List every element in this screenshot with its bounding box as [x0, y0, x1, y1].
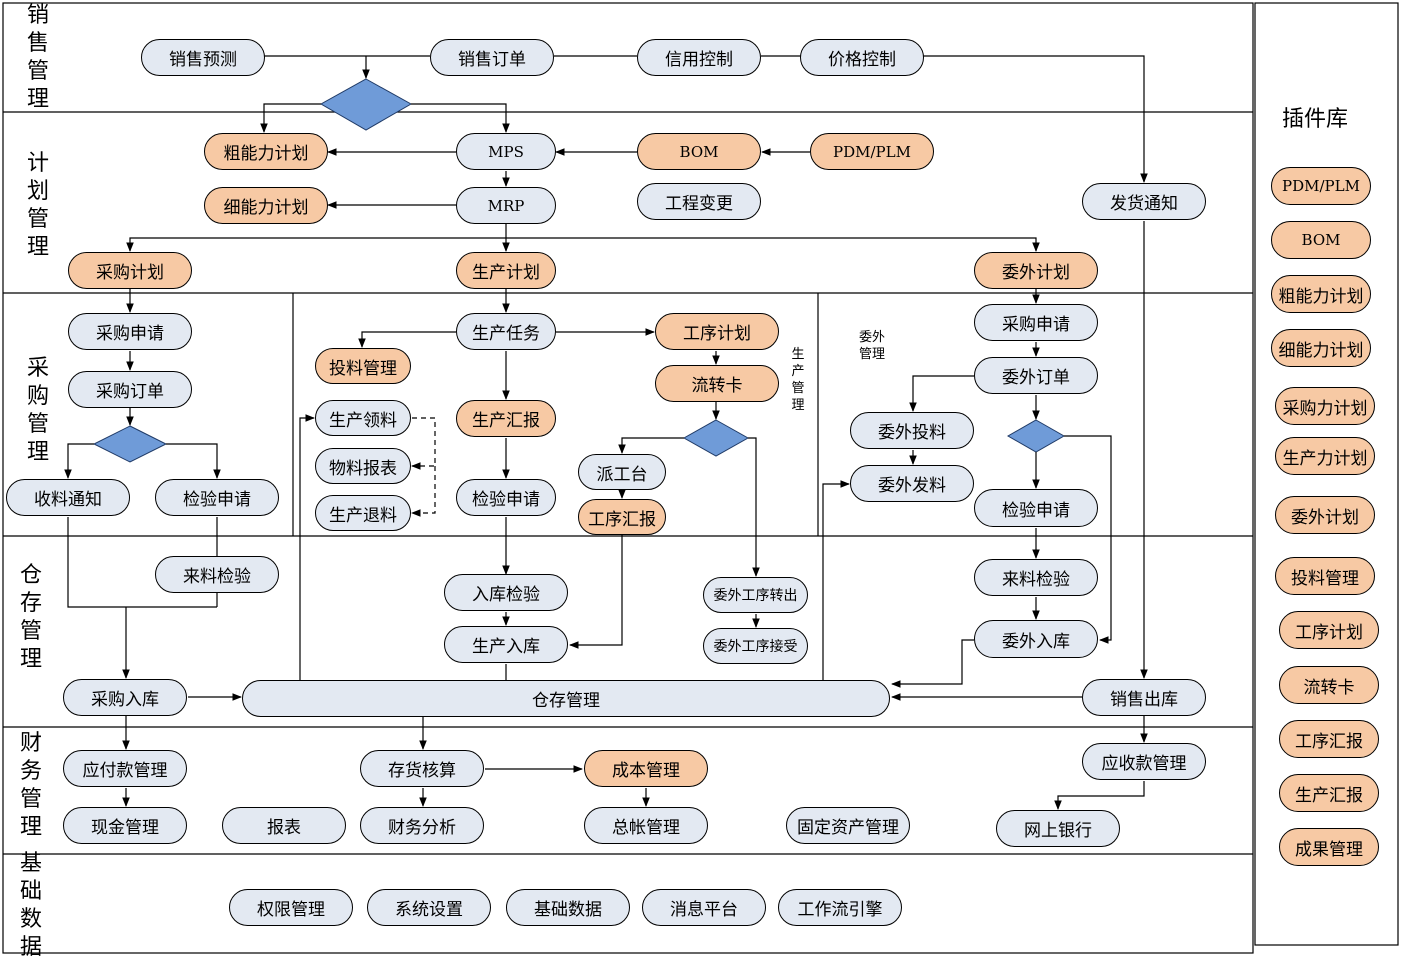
node-flow-card[interactable]: 流转卡 — [655, 365, 779, 402]
plugin-result-mgmt[interactable]: 成果管理 — [1279, 828, 1379, 866]
node-outsource-order[interactable]: 委外订单 — [974, 357, 1098, 394]
lane-title-finance: 财务管理 — [19, 731, 42, 840]
plugin-purchase-capacity[interactable]: 采购力计划 — [1275, 387, 1375, 425]
node-general-ledger[interactable]: 总帐管理 — [584, 807, 708, 844]
node-receivables[interactable]: 应收款管理 — [1082, 743, 1206, 780]
node-production-task[interactable]: 生产任务 — [456, 313, 556, 350]
node-bom[interactable]: BOM — [637, 133, 761, 170]
sales-decision — [319, 78, 413, 131]
node-inventory-accounting[interactable]: 存货核算 — [360, 750, 484, 787]
node-purchase-plan[interactable]: 采购计划 — [68, 252, 192, 289]
node-credit-control[interactable]: 信用控制 — [637, 39, 761, 76]
node-stock-in-inspection[interactable]: 入库检验 — [444, 574, 568, 611]
node-pdm-plm[interactable]: PDM/PLM — [810, 133, 934, 170]
node-eng-change[interactable]: 工程变更 — [637, 183, 761, 220]
outsource-decision — [1006, 419, 1066, 453]
plugin-outsource-plan[interactable]: 委外计划 — [1275, 496, 1375, 534]
plugin-flow-card[interactable]: 流转卡 — [1279, 666, 1379, 704]
node-purchase-request[interactable]: 采购申请 — [68, 313, 192, 350]
node-receipt-notice[interactable]: 收料通知 — [6, 479, 130, 516]
node-inspection-request-production[interactable]: 检验申请 — [456, 479, 556, 516]
node-outsource-stock-in[interactable]: 委外入库 — [974, 620, 1098, 658]
node-outsource-purchase-request[interactable]: 采购申请 — [974, 304, 1098, 341]
plugin-pdm-plm[interactable]: PDM/PLM — [1271, 167, 1371, 205]
node-incoming-inspection-purchase[interactable]: 来料检验 — [155, 556, 279, 593]
node-fine-capacity[interactable]: 细能力计划 — [204, 187, 328, 224]
node-warehouse-mgmt[interactable]: 仓存管理 — [242, 680, 890, 717]
node-online-bank[interactable]: 网上银行 — [996, 810, 1120, 847]
node-outsource-inspection-request[interactable]: 检验申请 — [974, 489, 1098, 527]
node-inspection-request-purchase[interactable]: 检验申请 — [155, 479, 279, 516]
plugin-production-report[interactable]: 生产汇报 — [1279, 774, 1379, 812]
lane-title-warehouse: 仓存管理 — [19, 563, 42, 672]
plugin-rough-capacity[interactable]: 粗能力计划 — [1271, 275, 1371, 313]
node-outsource-process-in[interactable]: 委外工序接受 — [703, 628, 808, 664]
sublane-title-outsourcing: 委外管理 — [858, 330, 885, 362]
lane-title-planning: 计划管理 — [26, 151, 49, 260]
node-mrp[interactable]: MRP — [456, 187, 556, 224]
node-material-mgmt[interactable]: 投料管理 — [315, 348, 411, 384]
node-dispatch[interactable]: 派工台 — [578, 454, 666, 490]
node-payables[interactable]: 应付款管理 — [63, 750, 187, 787]
node-delivery-notice[interactable]: 发货通知 — [1082, 183, 1206, 220]
node-sales-forecast[interactable]: 销售预测 — [141, 39, 265, 76]
plugin-bom[interactable]: BOM — [1271, 221, 1371, 259]
lane-title-base: 基础数据 — [19, 851, 42, 960]
connectors — [64, 55, 1148, 810]
node-rough-capacity[interactable]: 粗能力计划 — [204, 133, 328, 170]
node-incoming-inspection-outsource[interactable]: 来料检验 — [974, 559, 1098, 596]
lane-title-purchase: 采购管理 — [26, 356, 49, 465]
lane-title-sales: 销售管理 — [26, 3, 49, 112]
process-decision — [682, 419, 750, 457]
node-sales-out[interactable]: 销售出库 — [1082, 679, 1206, 716]
node-purchase-stock-in[interactable]: 采购入库 — [63, 679, 187, 716]
plugin-material-mgmt[interactable]: 投料管理 — [1275, 557, 1375, 595]
node-production-report[interactable]: 生产汇报 — [456, 400, 556, 437]
node-cost-mgmt[interactable]: 成本管理 — [584, 750, 708, 787]
node-financial-analysis[interactable]: 财务分析 — [360, 807, 484, 844]
node-process-report[interactable]: 工序汇报 — [578, 499, 666, 535]
plugin-process-report[interactable]: 工序汇报 — [1279, 720, 1379, 758]
node-price-control[interactable]: 价格控制 — [800, 39, 924, 76]
node-production-plan[interactable]: 生产计划 — [456, 252, 556, 289]
node-permissions[interactable]: 权限管理 — [229, 889, 353, 926]
plugin-process-plan[interactable]: 工序计划 — [1279, 611, 1379, 649]
node-cash[interactable]: 现金管理 — [63, 807, 187, 844]
node-production-stock-in[interactable]: 生产入库 — [444, 626, 568, 663]
node-reports[interactable]: 报表 — [222, 807, 346, 844]
node-material-return[interactable]: 生产退料 — [315, 495, 411, 531]
node-material-report[interactable]: 物料报表 — [315, 448, 411, 484]
node-outsource-send[interactable]: 委外发料 — [850, 465, 974, 502]
node-outsource-process-out[interactable]: 委外工序转出 — [703, 577, 808, 613]
node-mps[interactable]: MPS — [456, 133, 556, 170]
plugin-library-title: 插件库 — [1282, 107, 1349, 132]
plugin-fine-capacity[interactable]: 细能力计划 — [1271, 329, 1371, 367]
node-fixed-assets[interactable]: 固定资产管理 — [786, 807, 910, 844]
node-purchase-order[interactable]: 采购订单 — [68, 371, 192, 408]
node-message-platform[interactable]: 消息平台 — [642, 889, 766, 926]
node-sales-order[interactable]: 销售订单 — [430, 39, 554, 76]
node-process-plan[interactable]: 工序计划 — [655, 313, 779, 350]
sublane-title-production: 生产管理 — [791, 347, 805, 413]
purchase-decision — [92, 425, 168, 463]
node-outsource-feed[interactable]: 委外投料 — [850, 412, 974, 449]
node-basic-data[interactable]: 基础数据 — [506, 889, 630, 926]
plugin-production-capacity[interactable]: 生产力计划 — [1275, 437, 1375, 475]
node-system-settings[interactable]: 系统设置 — [367, 889, 491, 926]
node-workflow-engine[interactable]: 工作流引擎 — [778, 889, 902, 926]
node-material-pick[interactable]: 生产领料 — [315, 400, 411, 436]
node-outsource-plan[interactable]: 委外计划 — [974, 252, 1098, 289]
decision-diamonds — [92, 78, 1066, 463]
